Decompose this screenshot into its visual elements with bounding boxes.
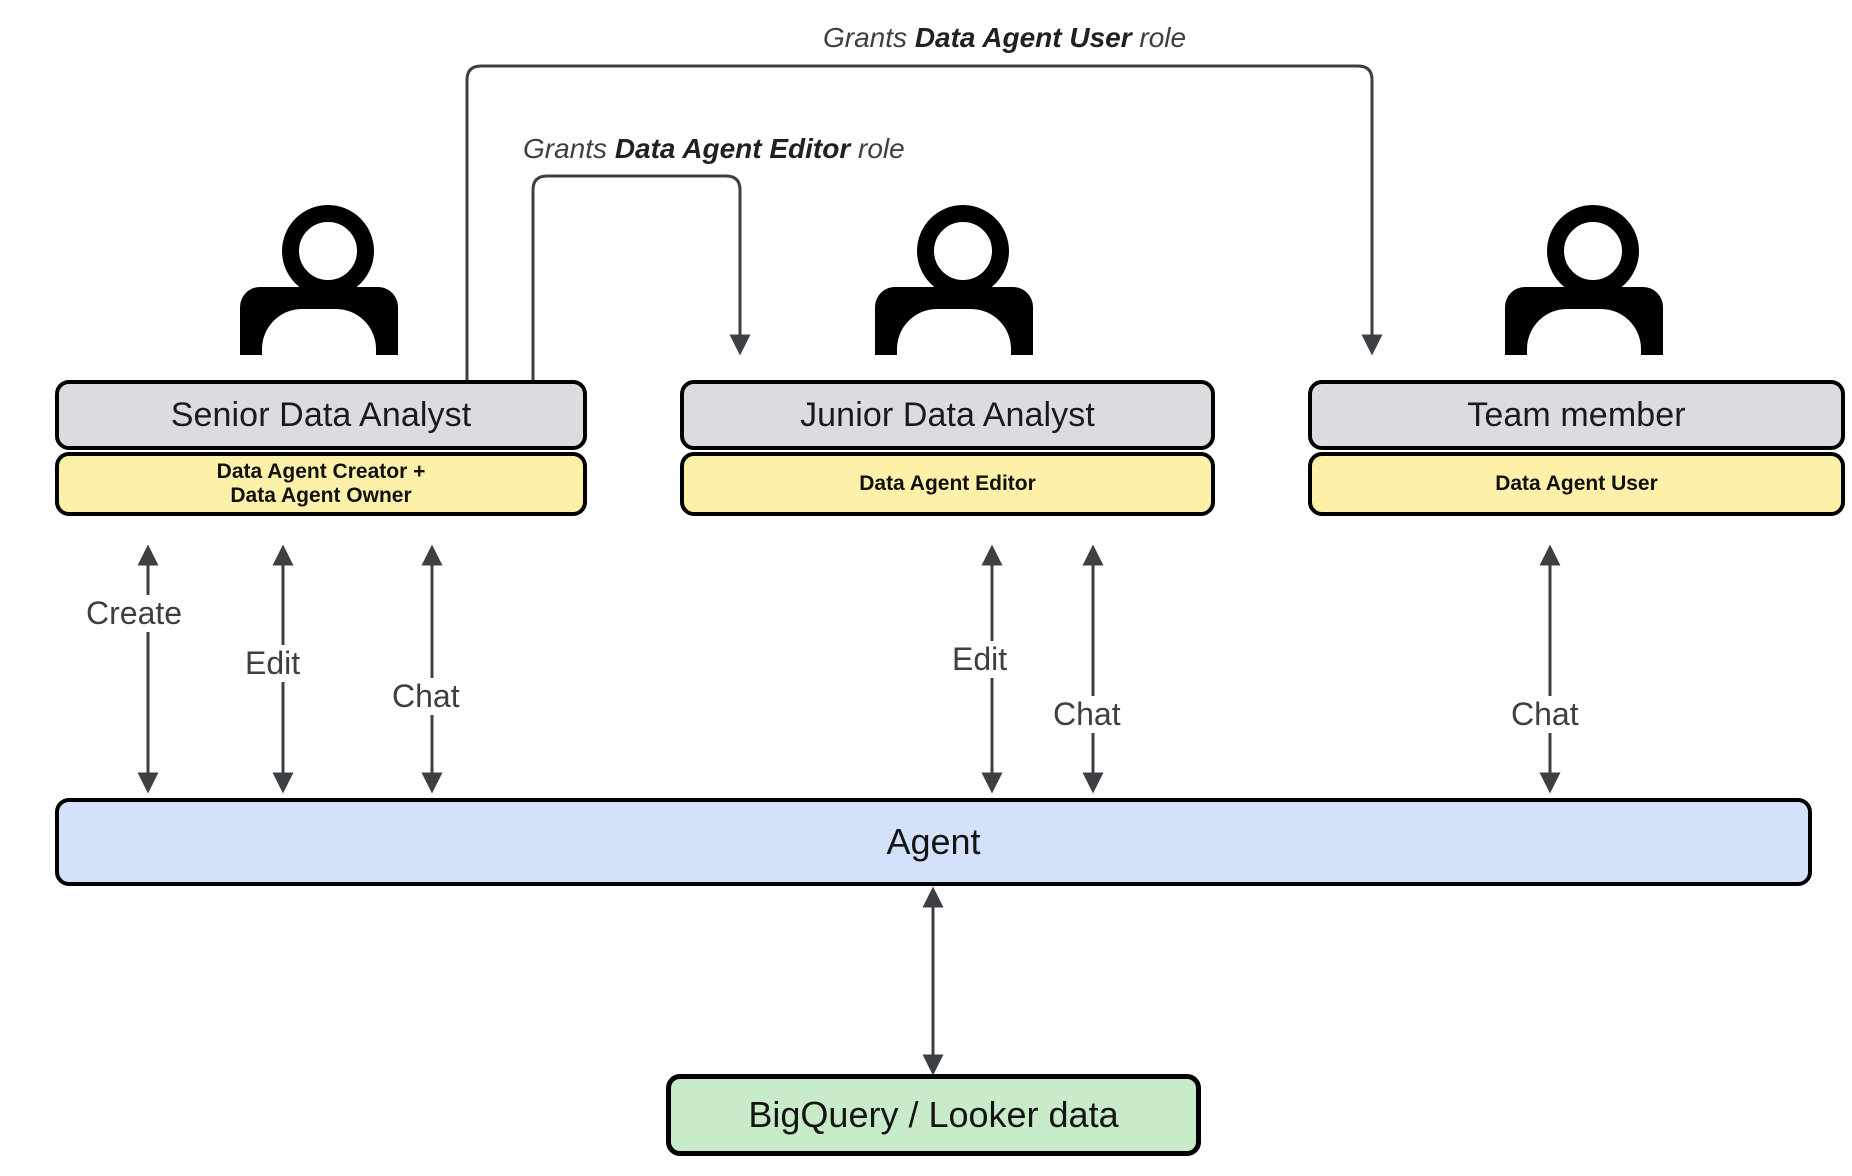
person-icon-junior-data-analyst [875,205,1035,355]
wire-grant-data-agent-editor [531,174,751,380]
edge-label-team-chat: Chat [1509,696,1581,733]
persona-role-senior-data-analyst: Data Agent Creator + Data Agent Owner [55,452,587,516]
grant-role-name: Data Agent User [914,22,1132,53]
person-body-icon [875,287,1033,355]
role-line: Data Agent Creator + [216,459,426,483]
edge-label-senior-edit: Edit [243,645,303,682]
edge-label-senior-chat: Chat [390,678,462,715]
role-line: Data Agent Owner [230,484,412,507]
persona-title-junior-data-analyst: Junior Data Analyst [680,380,1215,450]
role-line: Data Agent Editor [859,471,1036,495]
role-line: Data Agent User [1495,471,1658,495]
agent-box[interactable]: Agent [55,798,1812,886]
persona-title-senior-data-analyst: Senior Data Analyst [55,380,587,450]
person-icon-team-member [1505,205,1665,355]
persona-title-team-member: Team member [1308,380,1845,450]
grant-role-name: Data Agent Editor [614,133,851,164]
grant-prefix: Grants [523,133,615,164]
edge-label-senior-create: Create [84,595,185,632]
persona-card-team-member[interactable]: Team member Data Agent User [1308,380,1845,516]
grant-suffix: role [1131,22,1187,53]
person-head-icon [282,205,374,297]
person-head-icon [1547,205,1639,297]
person-body-icon [240,287,398,355]
edge-label-junior-edit: Edit [950,641,1010,678]
data-source-box[interactable]: BigQuery / Looker data [666,1074,1201,1156]
grant-suffix: role [850,133,905,164]
persona-card-junior-data-analyst[interactable]: Junior Data Analyst Data Agent Editor [680,380,1215,516]
edge-label-junior-chat: Chat [1051,696,1123,733]
persona-role-junior-data-analyst: Data Agent Editor [680,452,1215,516]
persona-role-team-member: Data Agent User [1308,452,1845,516]
person-body-icon [1505,287,1663,355]
grant-label-data-agent-editor: Grants Data Agent Editor role [523,133,905,165]
grant-label-data-agent-user: Grants Data Agent User role [823,22,1186,54]
grant-prefix: Grants [823,22,915,53]
person-head-icon [917,205,1009,297]
person-icon-senior-data-analyst [240,205,400,355]
persona-card-senior-data-analyst[interactable]: Senior Data Analyst Data Agent Creator +… [55,380,587,516]
